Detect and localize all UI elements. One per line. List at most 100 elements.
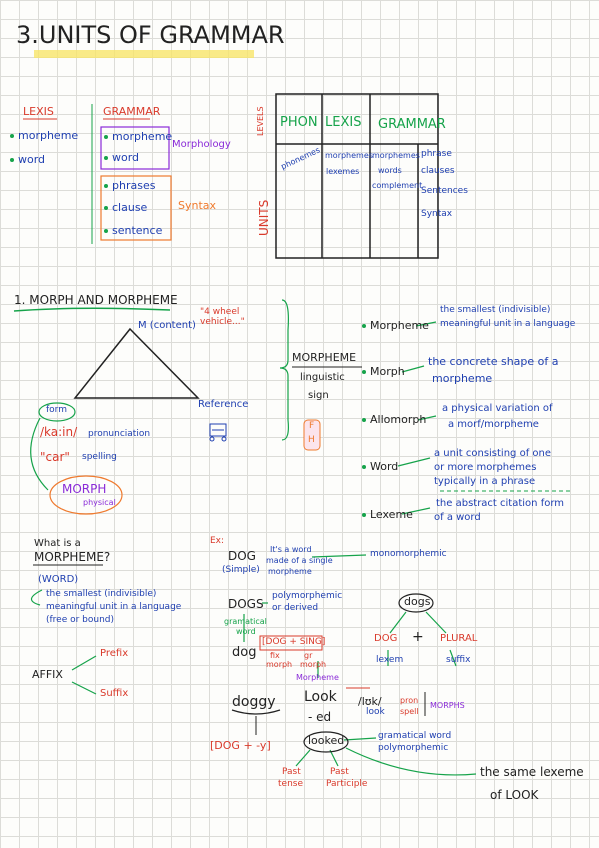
morph-item: morpheme: [104, 130, 173, 143]
gram-word-r: polymorphemic: [378, 743, 449, 753]
h-label: H: [308, 435, 315, 445]
form-oval: [38, 402, 76, 422]
def-term: Morpheme: [362, 319, 429, 332]
lexis-item: morpheme: [10, 129, 79, 142]
dog-word: DOG: [228, 549, 256, 563]
table-lexis-cell: lexemes: [326, 167, 360, 176]
ed-label: - ed: [308, 710, 332, 724]
gram-word-label: word: [236, 627, 256, 636]
doggy-brace: [231, 709, 281, 715]
dog-desc: made of a single: [266, 556, 333, 565]
past-tense: Past: [282, 767, 301, 777]
morph-item-label: word: [112, 151, 140, 164]
morphology-box: [100, 126, 170, 170]
spell-label: spell: [400, 707, 419, 716]
def-term-label: Morph: [370, 365, 405, 378]
table-gram-cell: morphemes: [372, 151, 420, 160]
table-gram2-cell: Sentences: [421, 186, 468, 196]
pron-label: pron: [400, 696, 419, 705]
ex-label: Ex:: [210, 536, 225, 546]
suffix2-label: suffix: [446, 655, 471, 665]
same-lexeme: of LOOK: [490, 788, 539, 802]
prefix-label: Prefix: [100, 648, 129, 659]
looked-word: looked: [308, 734, 345, 747]
def-text: a morf/morpheme: [448, 419, 539, 430]
spelling-label: spelling: [82, 452, 117, 462]
form-label: form: [46, 405, 67, 415]
def-line: meaningful unit in a language: [46, 602, 182, 612]
def-text: typically in a phrase: [434, 476, 536, 487]
lexem-label: lexem: [376, 655, 404, 665]
syntax-box: [100, 175, 172, 241]
gr-label: gr: [304, 651, 313, 660]
def-line: (free or bound): [46, 615, 115, 625]
morpheme-question: MORPHEME?: [34, 550, 111, 564]
sign-label: sign: [308, 390, 329, 401]
dog-small: dog: [232, 645, 257, 660]
title-highlight: [34, 50, 254, 58]
morph-item: word: [104, 151, 140, 164]
def-line: the smallest (indivisible): [46, 589, 157, 599]
look-word: Look: [304, 689, 337, 705]
look-slash: look: [366, 707, 385, 717]
dog-sing: [DOG + SING]: [262, 637, 326, 647]
def-text: the smallest (indivisible): [440, 305, 551, 315]
physical-label: physical: [83, 498, 116, 507]
table-header-lexis: LEXIS: [325, 115, 362, 130]
table-gram-cell: words: [378, 166, 402, 175]
past-participle: Past: [330, 767, 349, 777]
dogs-oval: [398, 593, 434, 613]
morph-label: MORPH: [62, 482, 107, 496]
lexis-item-label: morpheme: [18, 129, 79, 142]
m-content-label: M (content): [138, 320, 196, 331]
doggy-word: doggy: [232, 694, 276, 710]
table-header-grammar: GRAMMAR: [378, 117, 446, 132]
def-arrows: [397, 321, 437, 515]
pronunciation-label: pronunciation: [88, 429, 151, 439]
morphology-label: Morphology: [172, 139, 231, 150]
sec1-underline: [13, 307, 171, 312]
morph-item-label: morpheme: [112, 130, 173, 143]
semiotic-triangle: [73, 327, 200, 399]
table-gram2-cell: phrase: [421, 149, 452, 159]
table-header-phon: PHON: [280, 115, 318, 130]
syntax-item-label: clause: [112, 201, 148, 214]
dogsing-box: [259, 635, 323, 651]
dogs-tree-root: dogs: [404, 595, 431, 608]
gram-word-r: gramatical word: [378, 731, 452, 741]
linguistic-label: linguistic: [300, 372, 345, 383]
f-label: F: [309, 421, 315, 431]
lexis-item: word: [10, 153, 46, 166]
reference-label: Reference: [198, 399, 249, 410]
syntax-item: sentence: [104, 224, 162, 237]
monomorphemic-label: monomorphemic: [370, 549, 447, 559]
def-term: Morph: [362, 365, 405, 378]
dogs-desc: or derived: [272, 603, 319, 613]
def-text: or more morphemes: [434, 462, 537, 473]
morpheme-big-label: MORPHEME: [292, 351, 357, 364]
def-term: Word: [362, 460, 398, 473]
affix-arrows: [71, 655, 97, 695]
fix-label: fix: [270, 651, 280, 660]
grammar-header: GRAMMAR: [103, 105, 161, 118]
lexis-item-label: word: [18, 153, 46, 166]
def-text: a unit consisting of one: [434, 448, 552, 459]
car-icon: [209, 423, 227, 442]
dog-y: [DOG + -y]: [210, 739, 271, 752]
past-participle: Participle: [326, 779, 368, 789]
def-term-label: Allomorph: [370, 413, 427, 426]
dog-arrows: [243, 554, 477, 776]
page-title: 3.UNITS OF GRAMMAR: [16, 21, 285, 49]
levels-label: LEVELS: [256, 106, 265, 136]
syntax-item-label: phrases: [112, 179, 156, 192]
past-tense: tense: [278, 779, 303, 789]
syntax-item: phrases: [104, 179, 156, 192]
dog-desc: morpheme: [268, 567, 312, 576]
def-text: morpheme: [432, 372, 493, 385]
def-term-label: Lexeme: [370, 508, 413, 521]
morpheme-brace: [279, 299, 289, 441]
table-lexis-cell: morphemes: [325, 151, 373, 160]
tree-dog: DOG: [374, 633, 398, 644]
def-text: the abstract citation form: [436, 498, 565, 509]
units-label: UNITS: [257, 199, 271, 236]
